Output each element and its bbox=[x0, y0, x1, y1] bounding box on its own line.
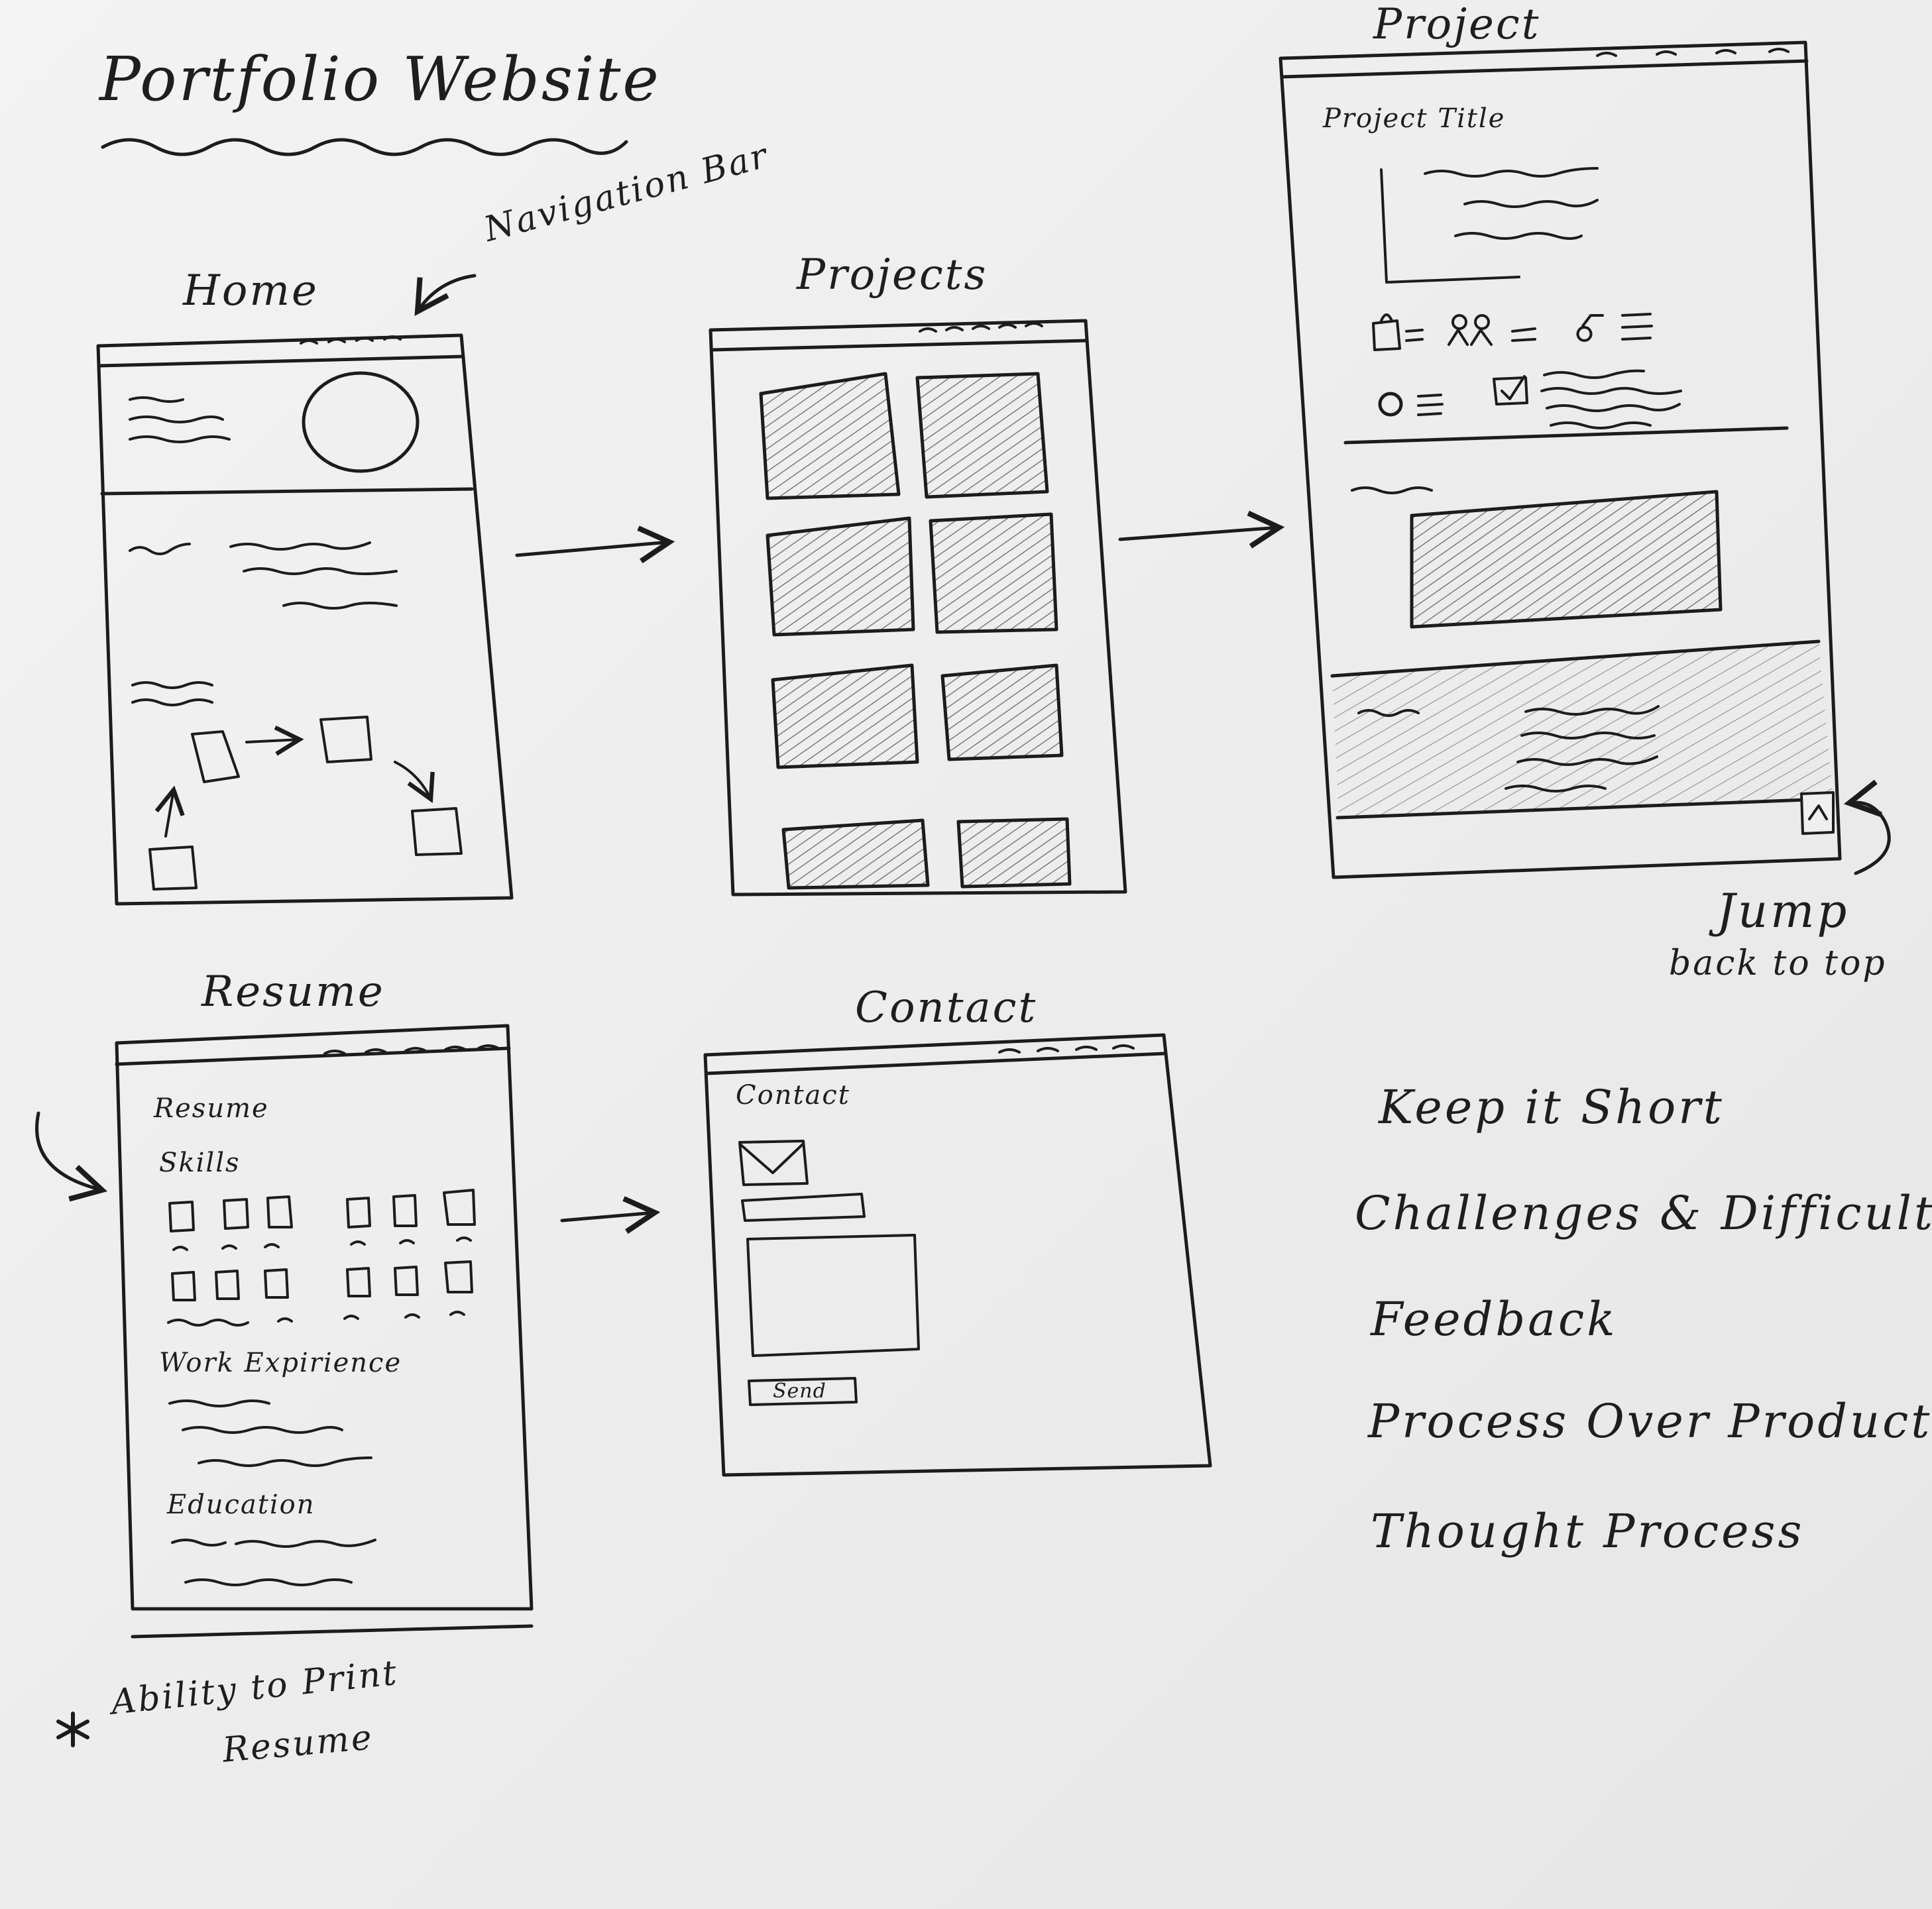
resume-education-label: Education bbox=[167, 1490, 315, 1520]
note-keep-it-short: Keep it Short bbox=[1379, 1080, 1725, 1134]
arrow-projects-to-project bbox=[1118, 510, 1285, 549]
nav-bar-pointer-arrow bbox=[414, 274, 477, 316]
contact-heading: Contact bbox=[736, 1080, 850, 1111]
projects-screen-title: Projects bbox=[797, 250, 988, 300]
back-to-top-annotation: back to top bbox=[1669, 944, 1887, 983]
asterisk-mark bbox=[56, 1712, 89, 1747]
home-screen-title: Home bbox=[183, 266, 319, 315]
contact-screen-frame bbox=[703, 1033, 1212, 1477]
note-feedback: Feedback bbox=[1371, 1292, 1618, 1346]
arrow-resume-to-contact bbox=[560, 1196, 661, 1234]
home-screen-frame bbox=[96, 333, 514, 906]
note-process-over-product: Process Over Product bbox=[1368, 1394, 1932, 1448]
resume-heading: Resume bbox=[154, 1093, 269, 1124]
note-thought-process: Thought Process bbox=[1371, 1504, 1805, 1558]
resume-skills-label: Skills bbox=[159, 1148, 241, 1178]
projects-screen-frame bbox=[709, 319, 1127, 897]
note-challenges: Challenges & Difficulties bbox=[1355, 1186, 1932, 1240]
resume-work-label: Work Expirience bbox=[159, 1348, 402, 1378]
jump-back-to-top-arrow bbox=[1843, 779, 1891, 875]
project-screen-title: Project bbox=[1373, 0, 1541, 49]
resume-screen-title: Resume bbox=[201, 967, 385, 1016]
page-title: Portfolio Website bbox=[99, 44, 661, 115]
arrow-home-to-projects bbox=[515, 525, 675, 564]
arrow-into-resume bbox=[35, 1111, 107, 1202]
project-screen-frame bbox=[1279, 40, 1842, 879]
jump-annotation: Jump bbox=[1717, 884, 1850, 938]
title-underline-squiggle bbox=[101, 138, 628, 156]
contact-send-button[interactable]: Send bbox=[773, 1380, 826, 1403]
project-title-heading: Project Title bbox=[1323, 103, 1506, 134]
contact-screen-title: Contact bbox=[855, 983, 1038, 1032]
resume-screen-frame bbox=[115, 1024, 534, 1639]
